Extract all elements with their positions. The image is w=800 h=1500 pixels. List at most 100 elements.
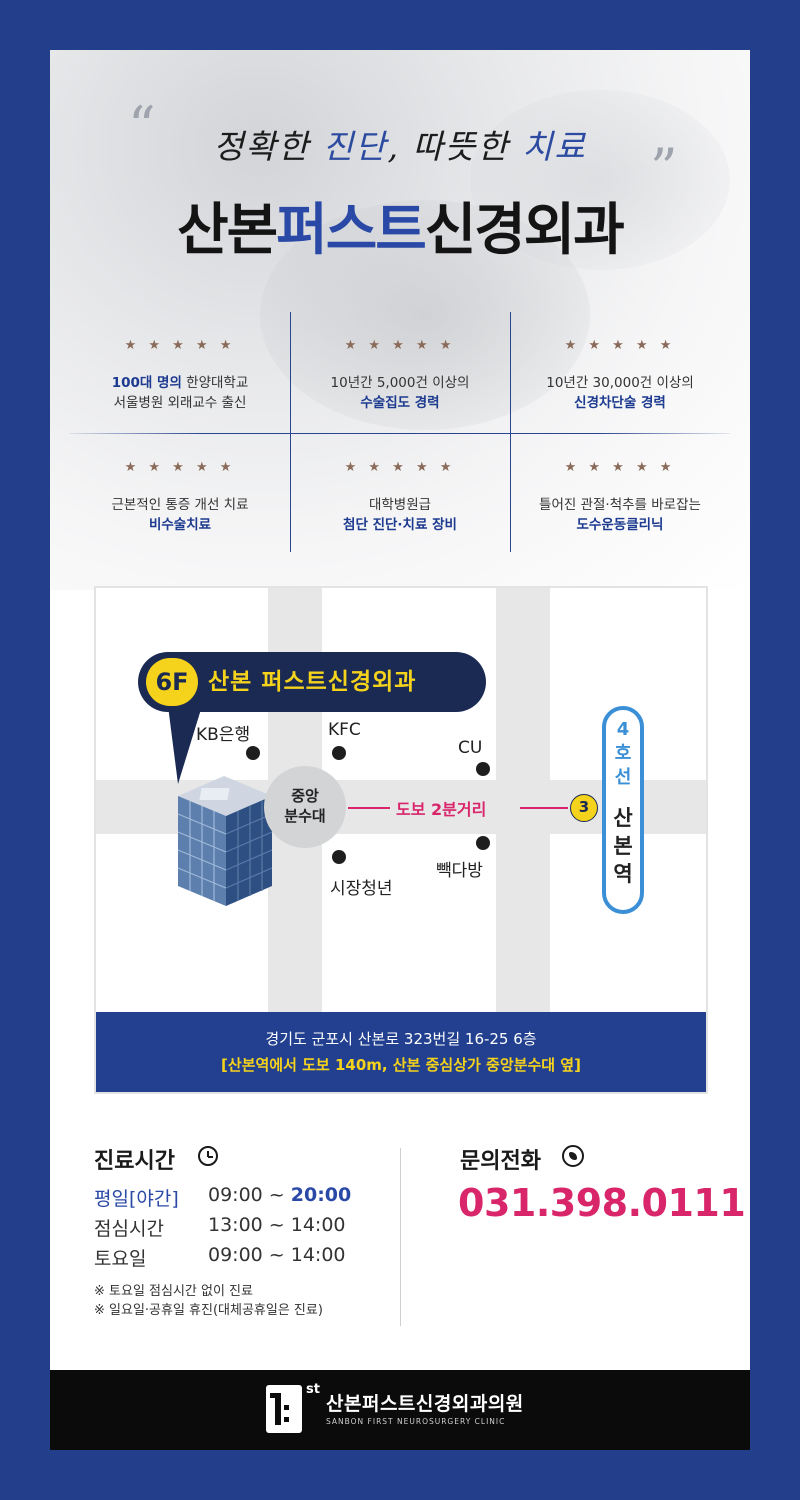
feature-line1: 100대 명의 한양대학교 bbox=[70, 371, 290, 391]
logo-mark bbox=[270, 1393, 278, 1398]
background-photo-shape bbox=[470, 90, 730, 270]
poi-marker-icon bbox=[476, 836, 490, 850]
fountain-marker: 중앙 분수대 bbox=[264, 766, 346, 848]
feature-line1: 근본적인 통증 개선 치료 bbox=[111, 497, 249, 513]
fountain-label: 중앙 bbox=[291, 787, 319, 805]
phone-number[interactable]: 031.398.0111 bbox=[458, 1181, 746, 1225]
slogan-part: , 따뜻한 bbox=[387, 127, 523, 166]
logo-mark bbox=[275, 1393, 281, 1425]
close-quote-mark: ” bbox=[650, 137, 678, 200]
section-divider bbox=[400, 1148, 401, 1326]
footer-clinic-name: 산본퍼스트신경외과의원 bbox=[326, 1393, 524, 1415]
feature-line1-bold: 100대 명의 bbox=[111, 375, 182, 391]
address-text: 경기도 군포시 산본로 323번길 16-25 6층 bbox=[265, 1030, 537, 1048]
feature-grid: ★ ★ ★ ★ ★ 100대 명의 한양대학교 서울병원 외래교수 출신 ★ ★… bbox=[70, 312, 730, 552]
station-name: 산 본 역 bbox=[606, 804, 640, 888]
feature-item: ★ ★ ★ ★ ★ 100대 명의 한양대학교 서울병원 외래교수 출신 bbox=[70, 312, 290, 432]
hours-row-label: 평일[야간] bbox=[94, 1188, 179, 1210]
hours-row-label: 토요일 bbox=[94, 1248, 147, 1270]
feature-line2: 신경차단술 경력 bbox=[574, 395, 666, 411]
subway-line-char: 호 bbox=[614, 743, 632, 764]
feature-line1: 10년간 30,000건 이상의 bbox=[546, 375, 694, 391]
feature-line1-rest: 한양대학교 bbox=[181, 375, 249, 391]
logo-mark bbox=[284, 1405, 289, 1410]
station-exit-badge: 3 bbox=[570, 794, 598, 822]
feature-item: ★ ★ ★ ★ ★ 대학병원급 첨단 진단·치료 장비 bbox=[290, 434, 510, 554]
walk-route-line bbox=[348, 807, 390, 809]
feature-line2: 첨단 진단·치료 장비 bbox=[343, 517, 457, 533]
feature-line2: 도수운동클리닉 bbox=[576, 517, 664, 533]
slogan-highlight: 치료 bbox=[522, 127, 587, 166]
hero-background bbox=[50, 50, 750, 590]
poi-label: KFC bbox=[328, 720, 361, 740]
walk-distance-label: 도보 2분거리 bbox=[396, 800, 487, 819]
feature-line2: 비수술치료 bbox=[148, 517, 212, 533]
location-map: 6F 산본 퍼스트신경외과 bbox=[94, 586, 708, 1094]
feature-line1: 10년간 5,000건 이상의 bbox=[330, 375, 470, 391]
feature-line2: 서울병원 외래교수 출신 bbox=[113, 395, 247, 411]
poi-label: CU bbox=[458, 738, 483, 758]
poster-card: “ ” 정확한 진단, 따뜻한 치료 산본퍼스트신경외과 ★ ★ ★ ★ ★ 1… bbox=[50, 50, 750, 1450]
hours-note: ※ 토요일 점심시간 없이 진료 bbox=[94, 1284, 253, 1299]
open-quote-mark: “ bbox=[128, 95, 156, 158]
slogan-highlight: 진단 bbox=[322, 127, 388, 166]
title-highlight: 퍼스트 bbox=[276, 198, 427, 263]
poi-marker-icon bbox=[332, 746, 346, 760]
poi-label: KB은행 bbox=[196, 725, 251, 745]
hours-note: ※ 일요일·공휴일 휴진(대체공휴일은 진료) bbox=[94, 1303, 323, 1318]
poi-label: 빽다방 bbox=[436, 861, 483, 881]
subway-line-char: 4 bbox=[616, 719, 630, 740]
grid-divider bbox=[510, 312, 511, 552]
feature-line2: 수술집도 경력 bbox=[360, 395, 440, 411]
phone-icon bbox=[562, 1145, 584, 1167]
stars-icon: ★ ★ ★ ★ ★ bbox=[344, 338, 456, 353]
poi-label: 시장청년 bbox=[330, 879, 393, 899]
station-name-char: 본 bbox=[613, 834, 633, 858]
feature-line1: 틀어진 관절·척추를 바로잡는 bbox=[539, 497, 701, 513]
fountain-label: 분수대 bbox=[284, 807, 326, 825]
slogan-part: 정확한 bbox=[213, 127, 323, 166]
feature-item: ★ ★ ★ ★ ★ 근본적인 통증 개선 치료 비수술치료 bbox=[70, 434, 290, 554]
title-part: 신경외과 bbox=[424, 198, 625, 263]
stars-icon: ★ ★ ★ ★ ★ bbox=[344, 460, 456, 475]
clinic-callout-label: 산본 퍼스트신경외과 bbox=[208, 669, 417, 695]
hours-row-time: 09:00 ~ 14:00 bbox=[208, 1244, 346, 1266]
stars-icon: ★ ★ ★ ★ ★ bbox=[564, 460, 676, 475]
feature-item: ★ ★ ★ ★ ★ 10년간 5,000건 이상의 수술집도 경력 bbox=[290, 312, 510, 432]
subway-station-marker: 4 호 선 산 본 역 bbox=[602, 706, 644, 914]
feature-line1: 대학병원급 bbox=[368, 497, 432, 513]
hospital-title: 산본퍼스트신경외과 bbox=[50, 185, 750, 266]
clock-icon bbox=[198, 1146, 218, 1166]
footer-clinic-subtitle: SANBON FIRST NEUROSURGERY CLINIC bbox=[326, 1417, 506, 1426]
callout-pointer bbox=[168, 706, 202, 784]
hours-time-start: 09:00 ~ bbox=[208, 1184, 291, 1206]
feature-item: ★ ★ ★ ★ ★ 틀어진 관절·척추를 바로잡는 도수운동클리닉 bbox=[510, 434, 730, 554]
grid-divider bbox=[290, 312, 291, 552]
hours-row-time: 09:00 ~ 20:00 bbox=[208, 1184, 351, 1206]
hours-title: 진료시간 bbox=[94, 1149, 175, 1174]
station-name-char: 산 bbox=[613, 806, 633, 830]
feature-item: ★ ★ ★ ★ ★ 10년간 30,000건 이상의 신경차단술 경력 bbox=[510, 312, 730, 432]
slogan: 정확한 진단, 따뜻한 치료 bbox=[50, 120, 750, 168]
floor-badge: 6F bbox=[146, 658, 198, 706]
subway-line-label: 4 호 선 bbox=[606, 718, 640, 790]
building-icon bbox=[177, 776, 273, 906]
walk-route-line bbox=[520, 807, 568, 809]
poi-marker-icon bbox=[476, 762, 490, 776]
contact-title: 문의전화 bbox=[460, 1149, 541, 1174]
station-name-char: 역 bbox=[613, 862, 633, 886]
hours-row-time: 13:00 ~ 14:00 bbox=[208, 1214, 346, 1236]
stars-icon: ★ ★ ★ ★ ★ bbox=[124, 338, 236, 353]
address-note: [산본역에서 도보 140m, 산본 중심상가 중앙분수대 옆] bbox=[221, 1056, 581, 1074]
address-box: 경기도 군포시 산본로 323번길 16-25 6층 [산본역에서 도보 140… bbox=[96, 1012, 706, 1092]
hours-time-end: 20:00 bbox=[290, 1184, 352, 1206]
poi-marker-icon bbox=[332, 850, 346, 864]
stars-icon: ★ ★ ★ ★ ★ bbox=[124, 460, 236, 475]
hours-row-label: 점심시간 bbox=[94, 1218, 164, 1240]
title-part: 산본 bbox=[177, 198, 278, 263]
grid-divider bbox=[70, 433, 730, 434]
logo-mark bbox=[284, 1417, 289, 1422]
poi-marker-icon bbox=[246, 746, 260, 760]
stars-icon: ★ ★ ★ ★ ★ bbox=[564, 338, 676, 353]
footer: st 산본퍼스트신경외과의원 SANBON FIRST NEUROSURGERY… bbox=[50, 1370, 750, 1450]
